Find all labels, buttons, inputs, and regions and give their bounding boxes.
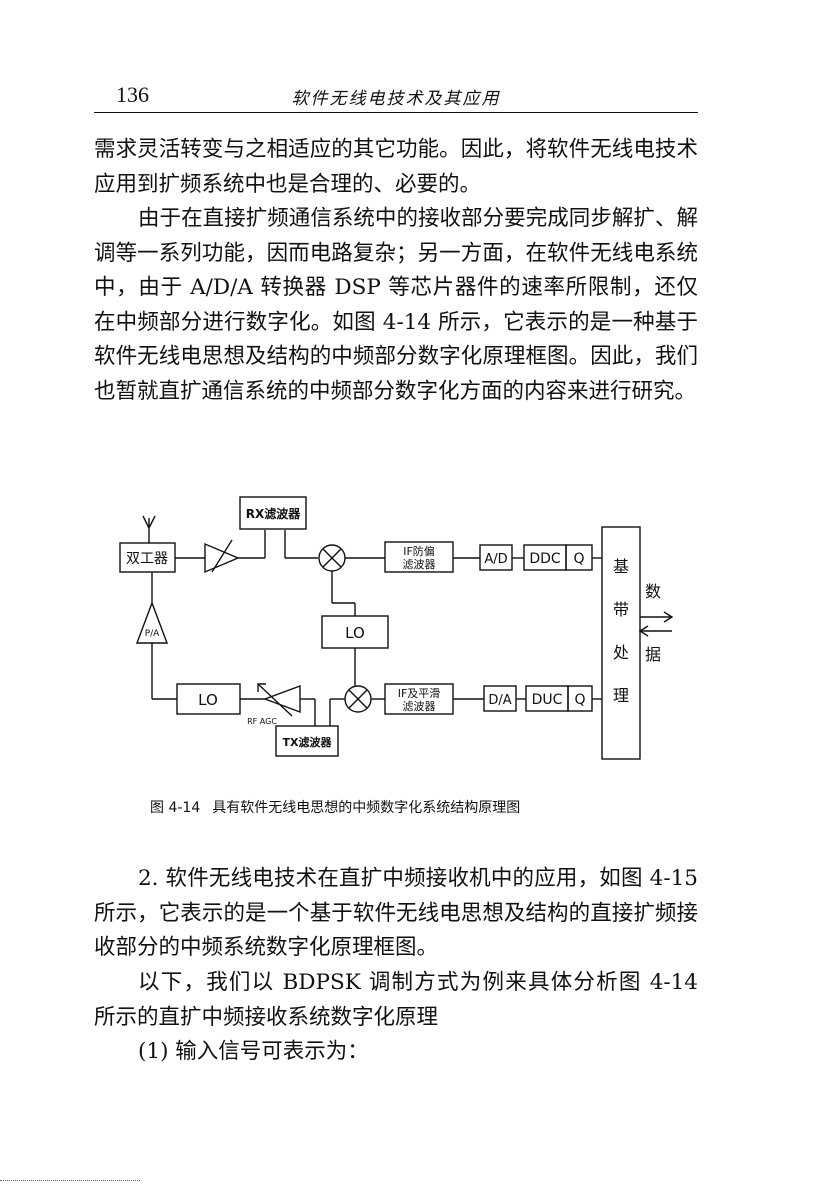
duplexer-label: 双工器: [126, 551, 168, 567]
page-header: 136 软件无线电技术及其应用: [94, 78, 698, 113]
baseband-label-2: 带: [613, 600, 629, 619]
rx-mixer-cross-2: [322, 548, 342, 568]
lo-left-label: LO: [198, 691, 218, 709]
figure-caption-text: 具有软件无线电思想的中频数字化系统结构原理图: [212, 800, 521, 816]
if-smoothing-label-2: 滤波器: [403, 700, 436, 713]
lo-middle-label: LO: [345, 624, 365, 642]
if-antialias-filter-box: [384, 541, 454, 573]
if-smoothing-label-1: IF及平滑: [398, 687, 441, 700]
data-label-1: 数: [645, 582, 661, 601]
tx-filter-box: [275, 725, 339, 757]
block-diagram-svg: RX滤波器 双工器 IF防偏 滤波器 A/D DDC Q 基 带 处 理 LO …: [119, 496, 674, 760]
pa-label: P/A: [145, 629, 160, 639]
baseband-label-1: 基: [613, 557, 629, 576]
paragraph-5: (1) 输入信号可表示为：: [138, 1039, 369, 1064]
paragraph-3: 2. 软件无线电技术在直扩中频接收机中的应用，如图 4-15 所示，它表示的是一…: [94, 866, 698, 960]
antenna-icon: [142, 515, 156, 530]
lna-amplifier-icon: [204, 542, 240, 574]
tx-filter-label: TX滤波器: [283, 735, 333, 749]
data-out-arrowhead: [663, 611, 674, 623]
paragraph-2: 由于在直接扩频通信系统中的接收部分要完成同步解扩、解调等一系列功能，因而电路复杂…: [94, 206, 698, 404]
power-amplifier-icon: [135, 601, 169, 644]
figure-caption: 图 4-14 具有软件无线电思想的中频数字化系统结构原理图: [150, 797, 532, 817]
rf-agc-label: RF AGC: [247, 717, 277, 726]
rf-agc-amplifier-icon: [262, 684, 301, 714]
ddc-label: DDC: [529, 551, 561, 567]
rf-agc-variable-arrow: [257, 683, 293, 717]
if-antialias-label-2: 滤波器: [403, 558, 436, 571]
baseband-label-3: 处: [613, 643, 629, 662]
data-label-2: 据: [645, 645, 661, 664]
duc-label: DUC: [532, 692, 563, 708]
running-title: 软件无线电技术及其应用: [291, 89, 501, 109]
paragraph-1: 需求灵活转变与之相适应的其它功能。因此，将软件无线电技术应用到扩频系统中也是合理…: [94, 137, 698, 197]
q-top-label: Q: [573, 551, 584, 567]
figure-4-14-block-diagram: RX滤波器 双工器 IF防偏 滤波器 A/D DDC Q 基 带 处 理 LO …: [100, 480, 700, 780]
adc-label: A/D: [484, 552, 507, 567]
dac-label: D/A: [488, 693, 511, 708]
page-number: 136: [116, 82, 149, 107]
rx-filter-box: [239, 496, 307, 530]
paragraph-4: 以下，我们以 BDPSK 调制方式为例来具体分析图 4-14 所示的直扩中频接收…: [94, 970, 698, 1030]
lna-variable-arrow: [211, 539, 233, 573]
rx-filter-label: RX滤波器: [246, 506, 301, 521]
rf-agc-arrowhead: [257, 683, 266, 692]
q-bottom-label: Q: [574, 692, 585, 708]
baseband-processing-box: [601, 526, 641, 760]
baseband-label-4: 理: [613, 686, 629, 705]
footer-rule: [0, 1180, 140, 1181]
data-in-arrowhead: [638, 625, 649, 637]
if-antialias-label-1: IF防偏: [403, 544, 435, 558]
figure-caption-number: 图 4-14: [150, 800, 201, 816]
tx-mixer-cross-2: [348, 689, 368, 709]
